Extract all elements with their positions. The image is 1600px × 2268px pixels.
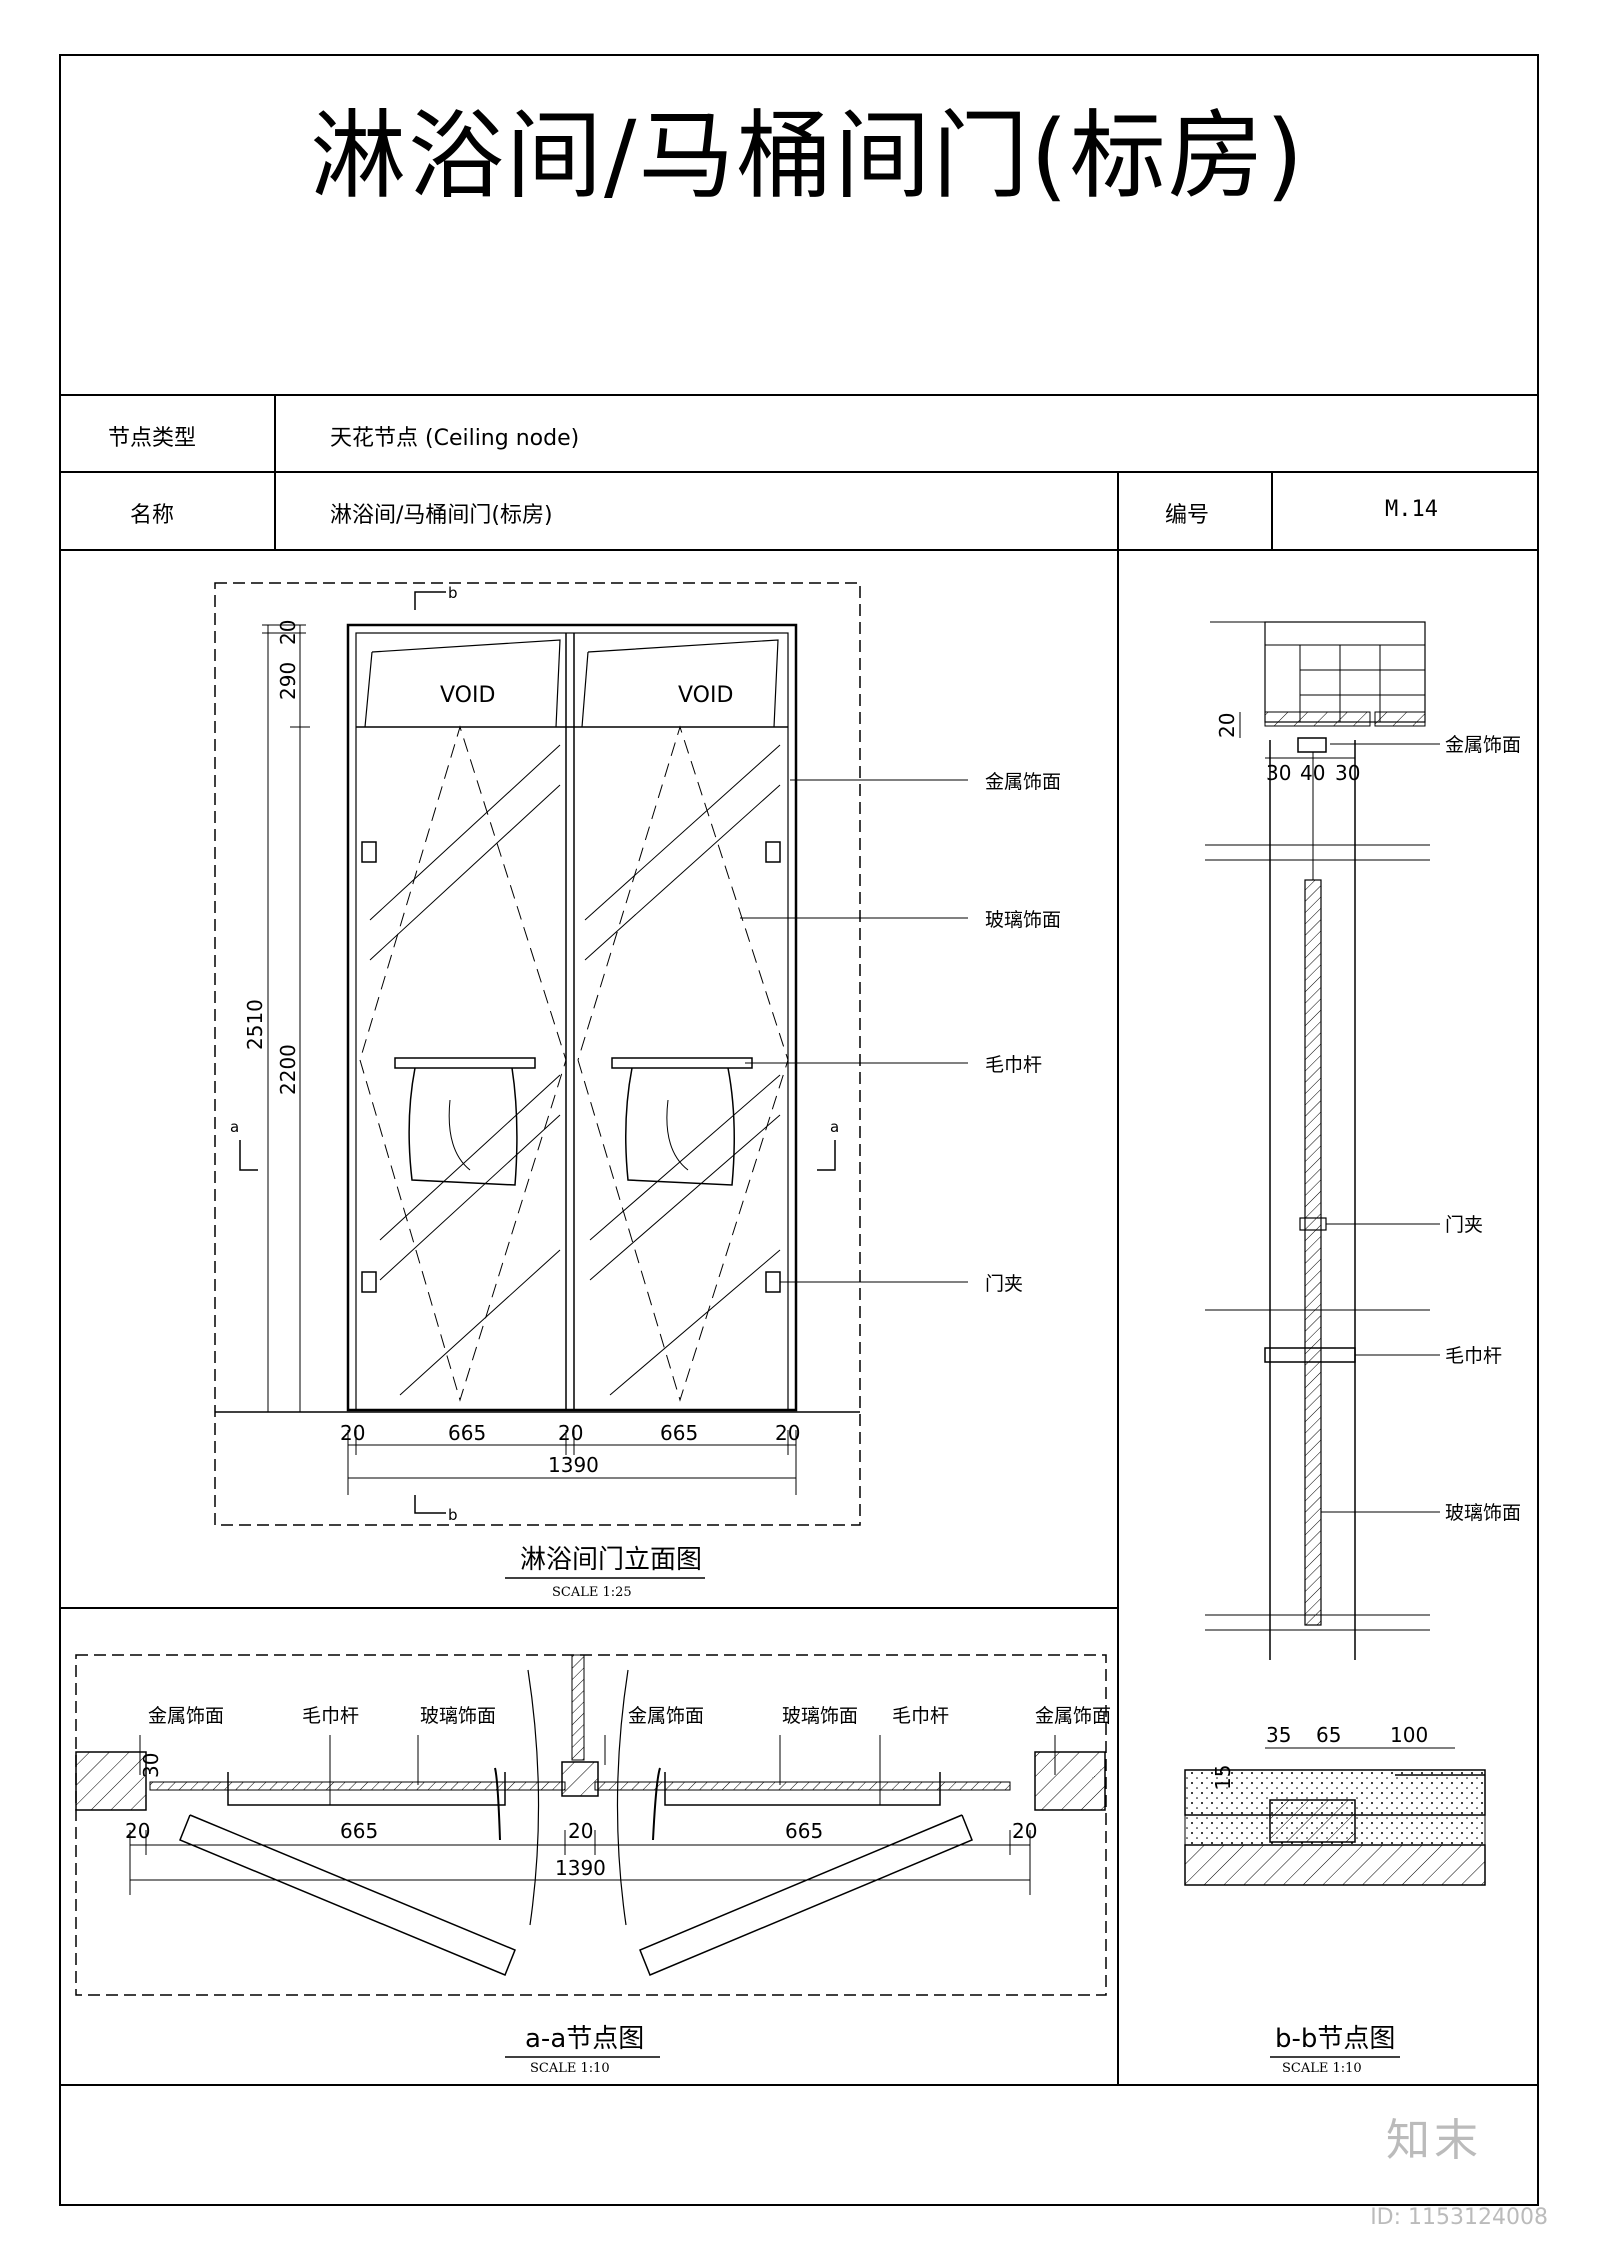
plan-label-metal-1: 金属饰面	[148, 1705, 224, 1727]
dim-h-665-a: 665	[448, 1421, 486, 1445]
section-dim-30-b: 30	[1335, 761, 1360, 785]
section-label-glass: 玻璃饰面	[1445, 1502, 1521, 1524]
section-dim-65: 65	[1316, 1723, 1341, 1747]
section-label-towel: 毛巾杆	[1445, 1345, 1502, 1367]
drawing-title: 淋浴间/马桶间门(标房)	[310, 100, 1306, 212]
watermark-logo: 知末	[1386, 2115, 1482, 2166]
dim-20-top: 20	[276, 620, 300, 645]
section-dim-30-a: 30	[1266, 761, 1291, 785]
dim-h-665-b: 665	[660, 1421, 698, 1445]
plan-dim-total: 1390	[555, 1856, 606, 1880]
sheet-border	[59, 54, 1539, 2206]
plan-aa-caption: a-a节点图	[525, 2024, 644, 2054]
dim-h-20-a: 20	[340, 1421, 365, 1445]
plan-label-towel-1: 毛巾杆	[302, 1705, 359, 1727]
code-label: 编号	[1165, 503, 1210, 528]
plan-label-glass-2: 玻璃饰面	[782, 1705, 858, 1727]
dim-2200: 2200	[276, 1044, 300, 1095]
watermark-id: ID: 1153124008	[1370, 2205, 1548, 2230]
section-dim-100: 100	[1390, 1723, 1428, 1747]
plan-dim-20-c: 20	[1012, 1819, 1037, 1843]
plan-dim-665-b: 665	[785, 1819, 823, 1843]
dim-h-20-c: 20	[775, 1421, 800, 1445]
plan-dim-20-b: 20	[568, 1819, 593, 1843]
section-bb-caption: b-b节点图	[1275, 2024, 1395, 2054]
name-label: 名称	[130, 503, 175, 528]
dim-h-20-b: 20	[558, 1421, 583, 1445]
label-towel-bar: 毛巾杆	[985, 1054, 1042, 1076]
node-type-value: 天花节点 (Ceiling node)	[330, 426, 580, 451]
section-bb-drawing	[1184, 621, 1486, 2058]
plan-dim-30: 30	[139, 1753, 163, 1778]
elevation-scale: SCALE 1:25	[552, 1585, 632, 1600]
section-dim-35: 35	[1266, 1723, 1291, 1747]
section-bb-scale: SCALE 1:10	[1282, 2061, 1362, 2076]
name-value: 淋浴间/马桶间门(标房)	[330, 503, 553, 528]
plan-label-glass-1: 玻璃饰面	[420, 1705, 496, 1727]
plan-aa-drawing	[75, 1654, 1107, 2058]
label-glass-finish: 玻璃饰面	[985, 909, 1061, 931]
plan-label-towel-2: 毛巾杆	[892, 1705, 949, 1727]
elevation-caption: 淋浴间门立面图	[520, 1545, 702, 1575]
section-label-clamp: 门夹	[1445, 1214, 1483, 1236]
section-dim-15: 15	[1211, 1765, 1235, 1790]
node-type-label: 节点类型	[108, 426, 197, 451]
dim-2510: 2510	[243, 999, 267, 1050]
plan-label-metal-3: 金属饰面	[1035, 1705, 1111, 1727]
section-mark-b-bottom: b	[448, 1506, 458, 1524]
section-dim-40: 40	[1300, 761, 1325, 785]
elevation-drawing	[214, 582, 968, 1579]
dim-total-1390: 1390	[548, 1453, 599, 1477]
section-mark-a-right: a	[830, 1118, 839, 1136]
section-mark-b-top: b	[448, 584, 458, 602]
section-mark-a-left: a	[230, 1118, 239, 1136]
void-label-right: VOID	[678, 683, 733, 708]
void-label-left: VOID	[440, 683, 495, 708]
code-value: M.14	[1385, 497, 1438, 522]
section-label-metal: 金属饰面	[1445, 734, 1521, 756]
plan-dim-665-a: 665	[340, 1819, 378, 1843]
plan-dim-20-a: 20	[125, 1819, 150, 1843]
label-metal-finish: 金属饰面	[985, 771, 1061, 793]
dim-290: 290	[276, 662, 300, 700]
plan-aa-scale: SCALE 1:10	[530, 2061, 610, 2076]
label-door-clamp: 门夹	[985, 1273, 1023, 1295]
plan-label-metal-2: 金属饰面	[628, 1705, 704, 1727]
section-dim-20: 20	[1215, 713, 1239, 738]
